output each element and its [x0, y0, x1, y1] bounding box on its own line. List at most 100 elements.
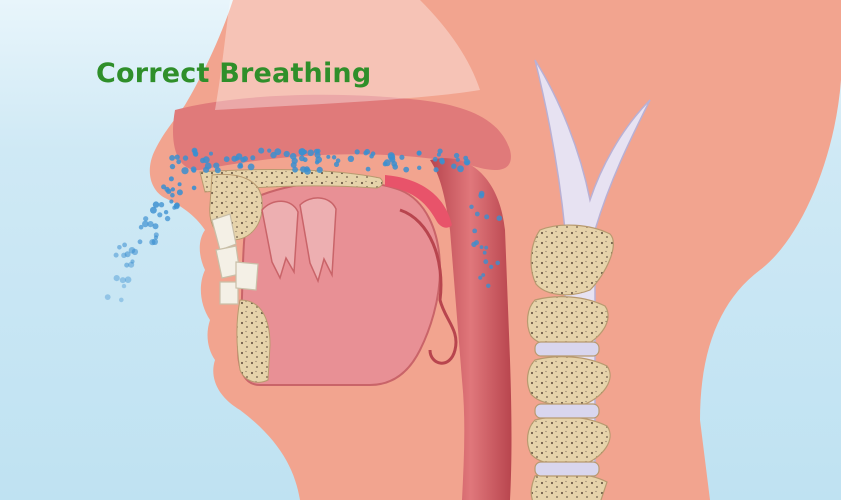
- air-particle: [355, 149, 360, 154]
- air-particle: [157, 212, 162, 217]
- air-particle: [434, 167, 439, 172]
- air-particle: [250, 155, 255, 160]
- air-particle: [454, 153, 459, 158]
- air-particle: [200, 158, 205, 163]
- air-particle: [417, 151, 422, 156]
- air-particle: [235, 157, 239, 161]
- air-particle: [159, 202, 164, 207]
- air-particle: [371, 151, 376, 156]
- air-particle: [132, 249, 138, 255]
- air-particle: [267, 149, 271, 153]
- air-particle: [300, 166, 306, 172]
- air-particle: [315, 152, 321, 158]
- air-particle: [122, 243, 127, 248]
- air-particle: [120, 277, 126, 283]
- air-particle: [124, 263, 129, 268]
- air-particle: [150, 207, 157, 214]
- air-particle: [172, 206, 176, 210]
- air-particle: [138, 239, 143, 244]
- air-particle: [258, 148, 264, 154]
- air-particle: [469, 205, 473, 209]
- air-particle: [169, 176, 174, 181]
- diagram-title: Correct Breathing: [96, 58, 371, 89]
- air-particle: [149, 239, 155, 245]
- air-particle: [484, 246, 488, 250]
- air-particle: [169, 199, 173, 203]
- air-particle: [451, 164, 456, 169]
- air-particle: [192, 168, 197, 173]
- air-particle: [248, 164, 255, 171]
- air-particle: [164, 187, 169, 192]
- air-particle: [122, 284, 126, 288]
- air-particle: [497, 215, 503, 221]
- air-particle: [483, 259, 488, 264]
- air-particle: [171, 187, 175, 191]
- air-particle: [194, 152, 198, 156]
- air-particle: [169, 155, 175, 161]
- air-particle: [486, 284, 490, 288]
- air-particle: [181, 167, 188, 174]
- air-particle: [177, 189, 183, 195]
- air-particle: [114, 253, 119, 258]
- air-particle: [119, 298, 124, 303]
- air-particle: [456, 158, 460, 162]
- air-particle: [299, 148, 306, 155]
- air-particle: [270, 152, 276, 158]
- air-particle: [153, 223, 159, 229]
- air-particle: [242, 156, 248, 162]
- air-particle: [192, 186, 197, 191]
- air-particle: [142, 221, 149, 228]
- air-particle: [178, 182, 182, 186]
- air-particle: [170, 164, 175, 169]
- air-particle: [417, 166, 421, 170]
- air-particle: [105, 294, 111, 300]
- air-particle: [475, 212, 480, 217]
- air-particle: [130, 259, 134, 263]
- air-particle: [164, 210, 168, 214]
- air-particle: [440, 159, 445, 164]
- air-particle: [117, 245, 122, 250]
- air-particle: [433, 157, 438, 162]
- air-particle: [332, 155, 336, 159]
- air-particle: [154, 235, 158, 239]
- air-particle: [363, 151, 368, 156]
- air-particle: [465, 161, 469, 165]
- air-particle: [317, 167, 323, 173]
- air-particle: [384, 159, 391, 166]
- air-particle: [483, 251, 487, 255]
- air-particle: [224, 156, 230, 162]
- air-particle: [153, 201, 159, 207]
- air-particle: [176, 159, 181, 164]
- air-particle: [209, 152, 213, 156]
- air-particle: [292, 167, 298, 173]
- air-particle: [215, 167, 221, 173]
- air-particle: [121, 253, 126, 258]
- air-particle: [348, 156, 354, 162]
- air-particle: [366, 167, 371, 172]
- air-particle: [284, 151, 290, 157]
- air-particle: [474, 240, 479, 245]
- air-particle: [299, 155, 305, 161]
- air-particle: [392, 164, 398, 170]
- air-particle: [334, 162, 339, 167]
- air-particle: [175, 155, 180, 160]
- air-particle: [478, 193, 484, 199]
- air-particle: [237, 164, 242, 169]
- air-particle: [484, 214, 489, 219]
- air-particle: [125, 276, 132, 283]
- air-particle: [292, 158, 298, 164]
- air-particle: [489, 265, 493, 269]
- air-particle: [170, 193, 175, 198]
- air-particle: [143, 216, 148, 221]
- air-particle: [399, 155, 404, 160]
- air-particle: [165, 216, 170, 221]
- air-particle: [495, 261, 500, 266]
- air-particle: [307, 150, 314, 157]
- air-particle: [205, 163, 212, 170]
- air-particle: [480, 245, 484, 249]
- air-particle: [114, 275, 120, 281]
- air-particle: [478, 276, 482, 280]
- air-particle: [438, 149, 443, 154]
- air-particle: [183, 155, 188, 160]
